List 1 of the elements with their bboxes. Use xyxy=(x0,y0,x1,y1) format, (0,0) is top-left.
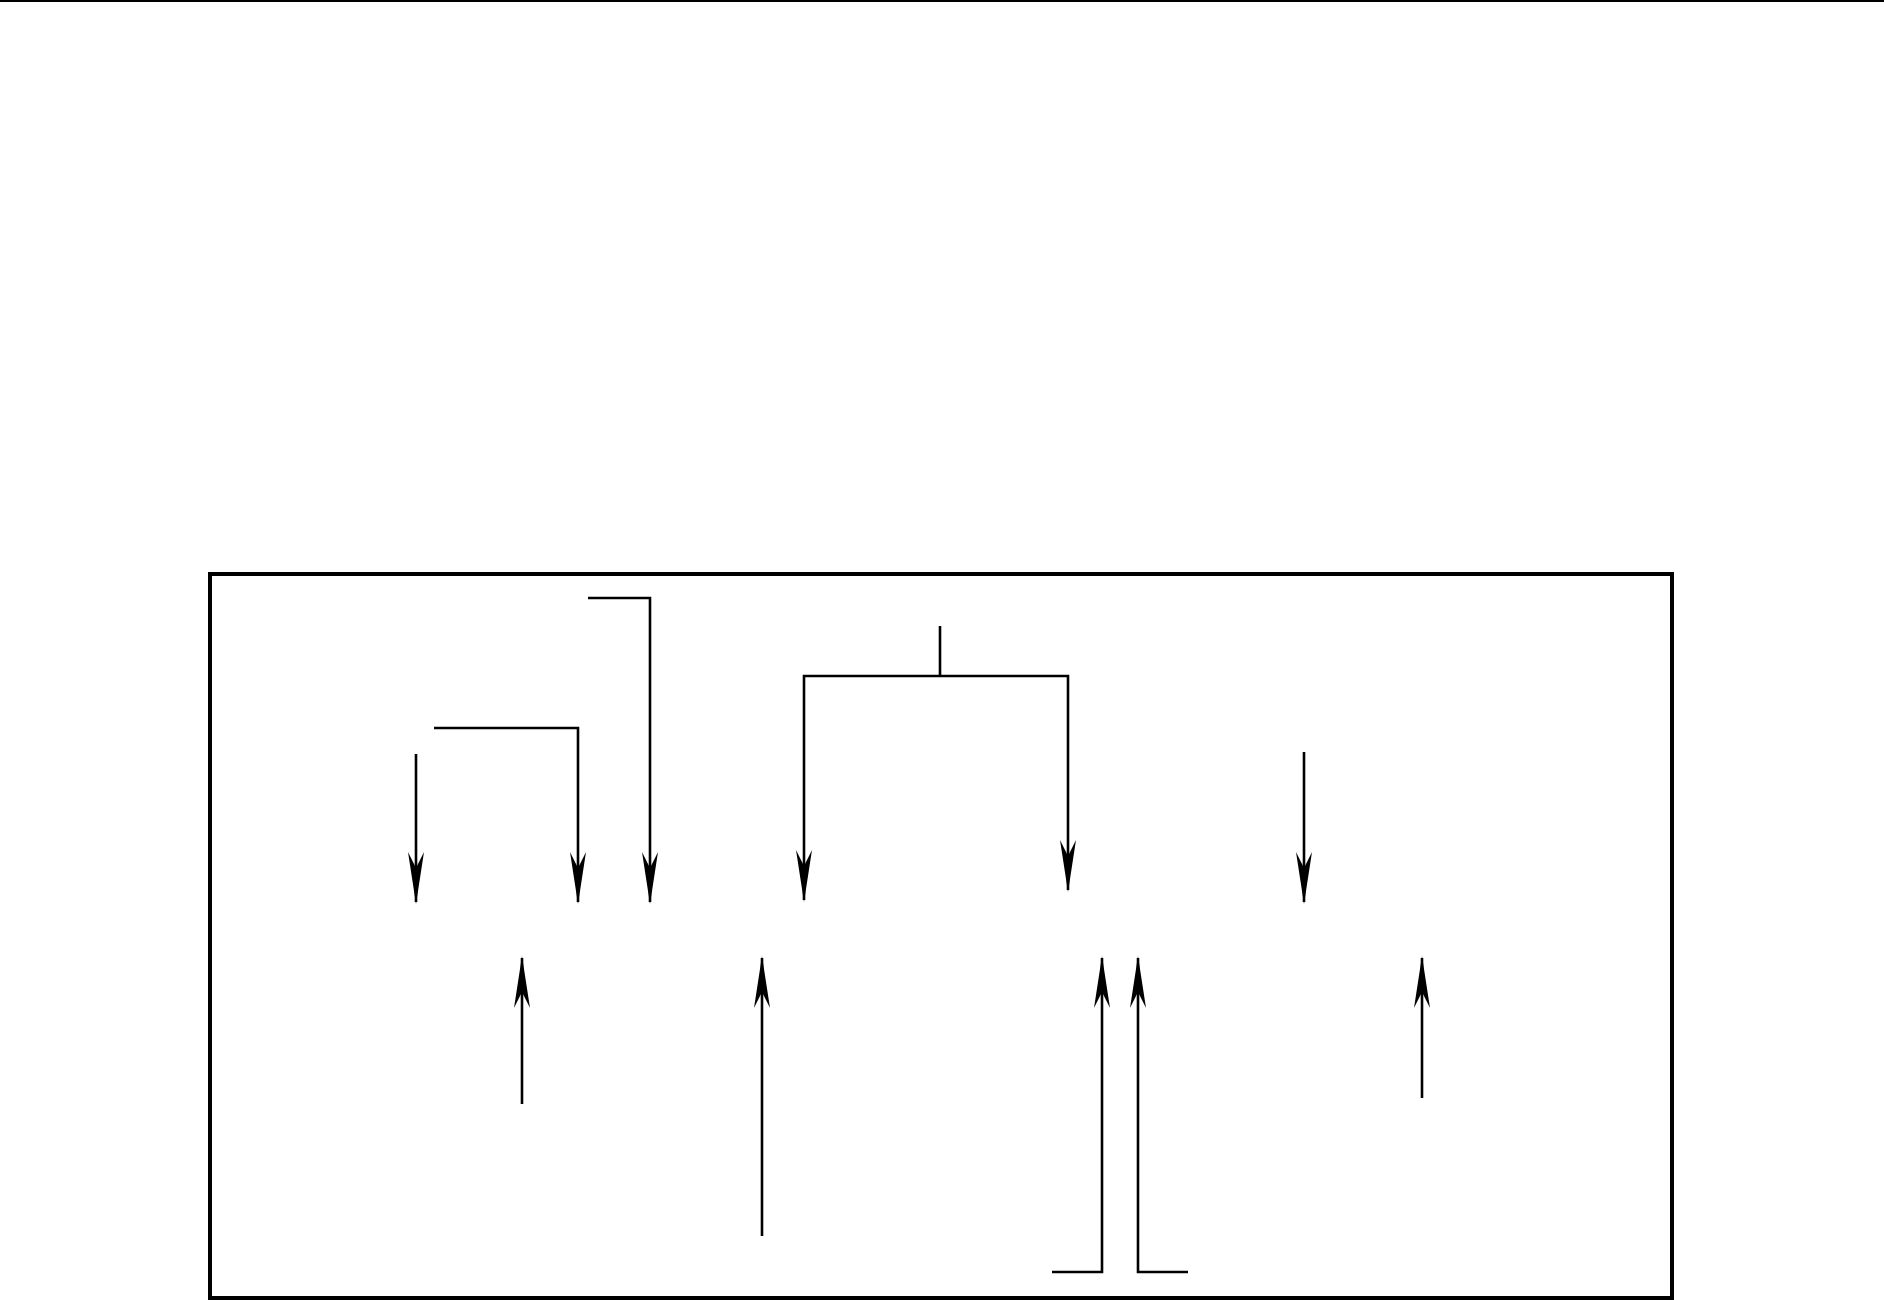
frame xyxy=(208,572,1674,1300)
